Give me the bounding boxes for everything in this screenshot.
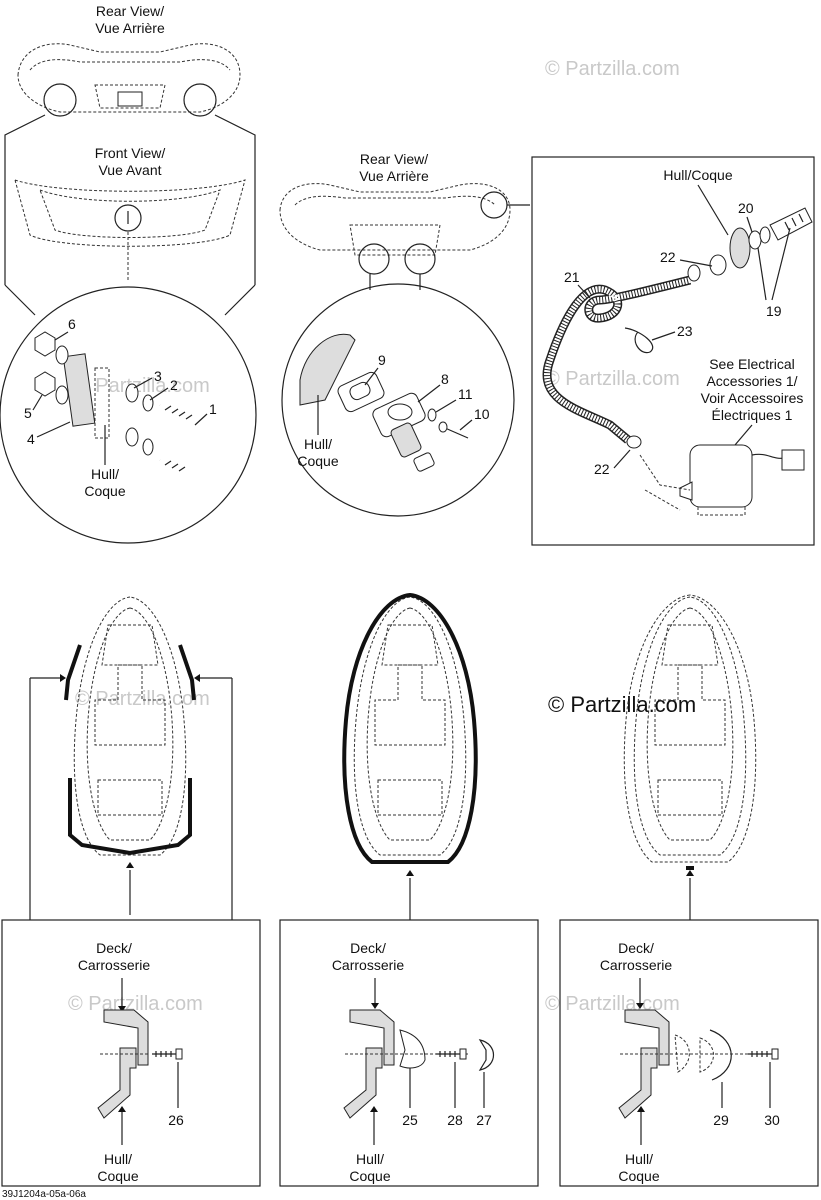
- see-electrical-line3: Voir Accessoires: [701, 390, 804, 406]
- drain-plug-detail-circle: 9 8 11 10 Hull/ Coque: [281, 283, 515, 517]
- outlet-fitting-19: [769, 207, 813, 241]
- deck-profile: [624, 1009, 670, 1066]
- callout-3: 3: [154, 368, 162, 384]
- see-electrical-line1: See Electrical: [709, 356, 795, 372]
- trim-highlight-middle: [342, 592, 478, 864]
- see-electrical-line4: Électriques 1: [712, 407, 793, 423]
- callout-22-lower: 22: [594, 461, 610, 477]
- hull-label-line2: Coque: [84, 483, 125, 499]
- hull-bottom-mid-line2: Coque: [349, 1168, 390, 1184]
- watermark-text: © Partzilla.com: [545, 368, 680, 390]
- rear-view-mid-label-line2: Vue Arrière: [359, 168, 429, 184]
- deck-mid-line2: Carrosserie: [332, 957, 405, 973]
- hull-box-label: Hull/Coque: [663, 167, 732, 183]
- callout-4: 4: [27, 431, 35, 447]
- hull-bottom-right-line2: Coque: [618, 1168, 659, 1184]
- hull-plan-views: [29, 592, 757, 920]
- hull-mid-label-line2: Coque: [297, 453, 338, 469]
- front-view-section: Front View/ Vue Avant: [4, 145, 256, 316]
- trim-highlight-right: [686, 866, 694, 870]
- watermark-text: © Partzilla.com: [545, 58, 680, 80]
- callout-21: 21: [564, 269, 580, 285]
- callout-19: 19: [766, 303, 782, 319]
- callout-1: 1: [209, 401, 217, 417]
- drain-plug: [390, 422, 422, 458]
- end-cap-27: [478, 1039, 495, 1071]
- watermark-featured: © Partzilla.com: [548, 692, 696, 717]
- deck-right-line1: Deck/: [618, 940, 654, 956]
- trim-highlight-left-upper: [64, 644, 82, 701]
- bilge-pump-box: Hull/Coque See Electrical Accessories 1/…: [531, 156, 815, 546]
- watermark-text: © Partzilla.com: [545, 993, 680, 1015]
- callout-5: 5: [24, 405, 32, 421]
- deck-profile: [103, 1009, 149, 1066]
- callout-11: 11: [458, 386, 473, 402]
- hull-profile: [343, 1047, 383, 1119]
- detail-circle-mid-right: [404, 243, 436, 275]
- deck-left-line1: Deck/: [96, 940, 132, 956]
- detail-circle-mid-pump: [480, 191, 508, 219]
- callout-2: 2: [170, 377, 178, 393]
- pump-connector: [781, 449, 805, 471]
- hull-plate: [729, 227, 751, 269]
- hull-label-line1: Hull/: [91, 466, 119, 482]
- bolt-detail-circle: 6 5 4 3 2 1 Hull/ Coque: [0, 286, 257, 544]
- callout-28: 28: [447, 1112, 463, 1128]
- bilge-pump: [689, 444, 753, 508]
- detail-circle-mid-left: [358, 243, 390, 275]
- watermark-text: © Partzilla.com: [68, 993, 203, 1015]
- deck-left-line2: Carrosserie: [78, 957, 151, 973]
- callout-6: 6: [68, 316, 76, 332]
- trim-29: [709, 1029, 732, 1081]
- backing-plate: [62, 353, 96, 427]
- callout-29: 29: [713, 1112, 729, 1128]
- hull-profile: [618, 1047, 658, 1119]
- see-electrical-line2: Accessories 1/: [706, 373, 797, 389]
- hull-plan-left: [29, 596, 233, 920]
- callout-30: 30: [764, 1112, 780, 1128]
- deck-mid-line1: Deck/: [350, 940, 386, 956]
- callout-22-upper: 22: [660, 249, 676, 265]
- hull-plan-right: [623, 594, 757, 920]
- callout-26: 26: [168, 1112, 184, 1128]
- rear-view-top-section: Rear View/ Vue Arrière: [17, 3, 241, 117]
- detail-circle-right: [183, 83, 217, 117]
- deck-profile: [349, 1009, 395, 1066]
- nut-5: [34, 371, 56, 397]
- deck-right-line2: Carrosserie: [600, 957, 673, 973]
- hull-plan-middle: [342, 592, 478, 920]
- hull-bottom-left-line1: Hull/: [104, 1151, 132, 1167]
- profile-box-right: Deck/ Carrosserie 29 30 Hull/ Coque: [559, 919, 819, 1187]
- callout-27: 27: [476, 1112, 492, 1128]
- rear-view-label-line2: Vue Arrière: [95, 20, 165, 36]
- front-view-label-line1: Front View/: [95, 145, 166, 161]
- callout-23: 23: [677, 323, 693, 339]
- callout-9: 9: [378, 352, 386, 368]
- detail-circle-left: [43, 83, 77, 117]
- rear-view-mid-section: Rear View/ Vue Arrière: [279, 151, 530, 290]
- hull-profile: [97, 1047, 137, 1119]
- connector-lines: [4, 114, 256, 285]
- hull-bottom-right-line1: Hull/: [625, 1151, 653, 1167]
- hull-mid-label-line1: Hull/: [304, 436, 332, 452]
- drawing-code: 39J1204a-05a-06a: [2, 1189, 86, 1200]
- hull-fragment: [299, 333, 356, 406]
- callout-8: 8: [441, 371, 449, 387]
- detail-circle-front: [114, 204, 142, 232]
- nut-6-upper: [34, 331, 56, 357]
- profile-box-left: Deck/ Carrosserie 26 Hull/ Coque: [1, 919, 261, 1187]
- hose-21: [542, 275, 692, 444]
- hull-bottom-left-line2: Coque: [97, 1168, 138, 1184]
- trim-molding-25: [399, 1029, 426, 1069]
- callout-20: 20: [738, 200, 754, 216]
- profile-box-middle: Deck/ Carrosserie 25 28 27 Hull/ Coque: [279, 919, 539, 1187]
- rear-view-label-line1: Rear View/: [96, 3, 164, 19]
- callout-25: 25: [402, 1112, 418, 1128]
- callout-10: 10: [474, 406, 490, 422]
- rear-view-mid-label-line1: Rear View/: [360, 151, 428, 167]
- watermarks: © Partzilla.com © Partzilla.com © Partzi…: [68, 58, 696, 1015]
- hull-bottom-mid-line1: Hull/: [356, 1151, 384, 1167]
- front-view-label-line2: Vue Avant: [98, 162, 161, 178]
